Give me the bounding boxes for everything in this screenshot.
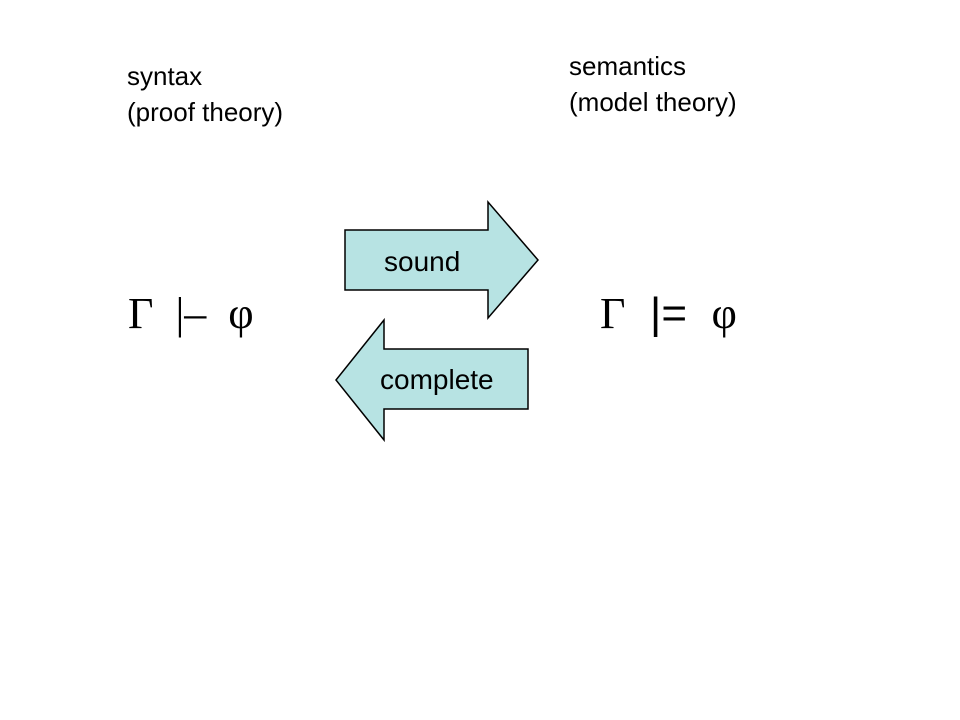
syntax-label: syntax (proof theory): [127, 58, 283, 130]
complete-arrow: [335, 317, 529, 443]
gamma-symbol-left: Γ: [128, 289, 154, 338]
turnstile-symbol: |–: [175, 289, 207, 338]
semantics-title: semantics: [569, 51, 687, 81]
provability-formula: Γ |– φ: [128, 289, 254, 339]
phi-symbol-right: φ: [711, 289, 737, 338]
syntax-title: syntax: [127, 61, 203, 91]
phi-symbol-left: φ: [228, 289, 254, 338]
gamma-symbol-right: Γ: [600, 289, 626, 338]
sound-arrow: [344, 199, 539, 321]
complete-arrow-label: complete: [380, 364, 494, 395]
semantics-subtitle: (model theory): [569, 87, 737, 117]
syntax-subtitle: (proof theory): [127, 97, 284, 127]
sound-arrow-label: sound: [384, 246, 461, 277]
entailment-formula: Γ |= φ: [600, 289, 737, 339]
sound-arrow-shape: [344, 199, 539, 321]
semantics-label: semantics (model theory): [569, 48, 737, 120]
complete-arrow-shape: [335, 317, 529, 443]
models-symbol: |=: [649, 289, 688, 338]
